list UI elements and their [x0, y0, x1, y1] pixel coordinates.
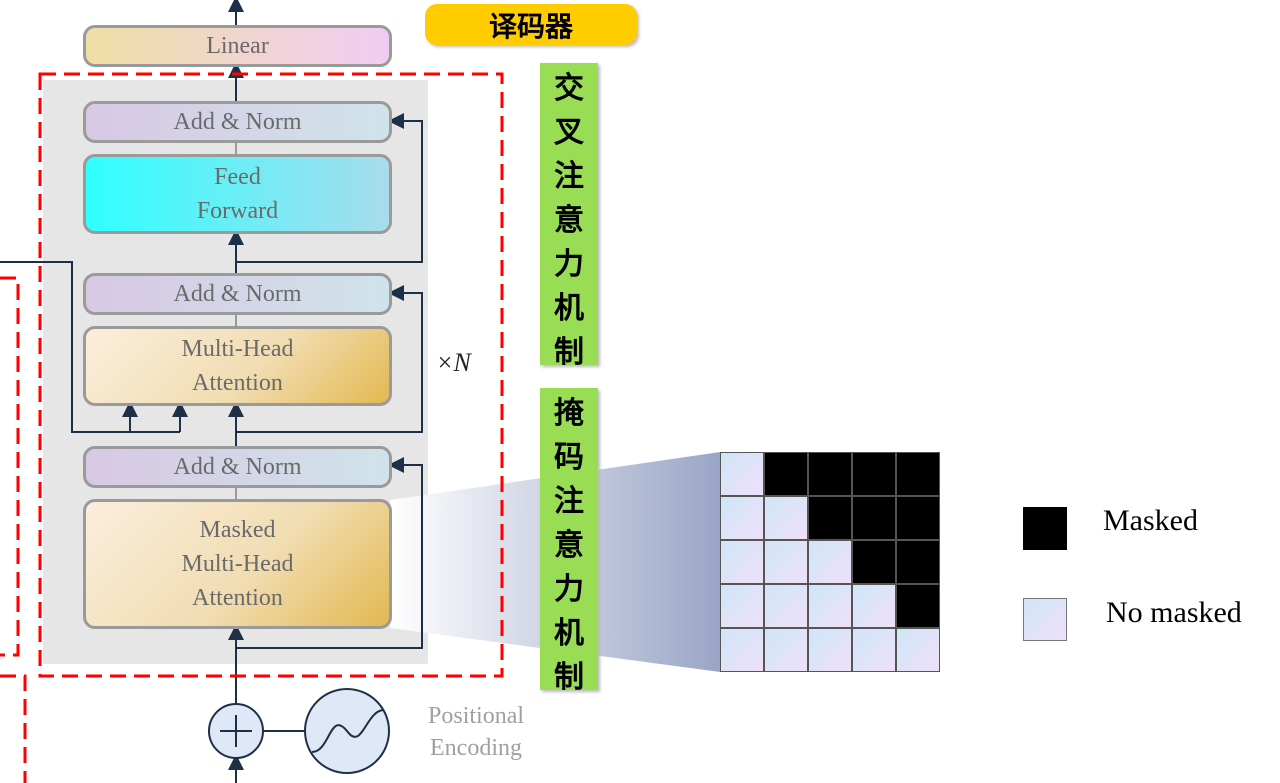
masked-cell — [896, 540, 940, 584]
add-norm-label: Add & Norm — [173, 109, 302, 135]
masked-cell — [852, 540, 896, 584]
decoder-dashed-box — [38, 72, 504, 678]
masked-cell — [852, 496, 896, 540]
legend-not-masked-swatch — [1023, 598, 1067, 641]
masked-cell — [808, 452, 852, 496]
tag-char: 注 — [554, 159, 584, 194]
unmasked-cell — [720, 584, 764, 628]
linear-label: Linear — [206, 33, 269, 59]
decoder-title-tag: 译码器 — [425, 4, 637, 45]
mmha-label-3: Attention — [192, 585, 283, 611]
legend-masked-swatch — [1023, 507, 1067, 550]
linear-block: Linear — [83, 25, 392, 67]
unmasked-cell — [808, 628, 852, 672]
unmasked-cell — [764, 584, 808, 628]
masked-attention-tag: 掩码注意力机制 — [540, 388, 598, 695]
decoder-title: 译码器 — [488, 9, 573, 43]
unmasked-cell — [764, 628, 808, 672]
plus-icon — [208, 703, 264, 759]
tag-char: 意 — [554, 203, 584, 238]
tag-char: 机 — [554, 291, 584, 326]
tag-char: 掩 — [554, 396, 584, 431]
mha-label-1: Multi-Head — [181, 336, 294, 362]
masked-cell — [764, 452, 808, 496]
add-norm-block-top: Add & Norm — [83, 101, 392, 143]
mha-label-2: Attention — [192, 370, 283, 396]
tag-char: 机 — [554, 616, 584, 651]
tag-char: 注 — [554, 484, 584, 519]
unmasked-cell — [720, 628, 764, 672]
add-norm-block-bottom: Add & Norm — [83, 446, 392, 488]
unmasked-cell — [720, 540, 764, 584]
mmha-label-2: Multi-Head — [181, 551, 294, 577]
unmasked-cell — [764, 540, 808, 584]
pe-label-2: Encoding — [430, 735, 522, 761]
masked-cell — [852, 452, 896, 496]
mmha-label-1: Masked — [199, 517, 276, 543]
unmasked-cell — [808, 540, 852, 584]
add-norm-block-middle: Add & Norm — [83, 273, 392, 315]
legend-not-masked-label: No masked — [1106, 596, 1242, 629]
legend-masked-label: Masked — [1103, 504, 1198, 537]
tag-char: 制 — [554, 335, 584, 370]
masked-cell — [808, 496, 852, 540]
add-norm-label: Add & Norm — [173, 281, 302, 307]
ff-label-1: Feed — [214, 164, 261, 190]
ff-label-2: Forward — [196, 198, 279, 224]
masked-cell — [896, 584, 940, 628]
tag-char: 意 — [554, 528, 584, 563]
add-norm-label: Add & Norm — [173, 454, 302, 480]
masked-cell — [896, 452, 940, 496]
unmasked-cell — [720, 452, 764, 496]
unmasked-cell — [852, 584, 896, 628]
masked-cell — [896, 496, 940, 540]
cross-attention-tag: 交叉注意力机制 — [540, 63, 598, 370]
tag-char: 码 — [554, 440, 584, 475]
tag-char: 叉 — [554, 115, 584, 150]
pe-label-1: Positional — [428, 703, 525, 729]
repeat-label: ×N — [436, 348, 471, 377]
tag-char: 力 — [554, 247, 584, 282]
sine-wave-icon — [304, 688, 390, 774]
mask-matrix — [720, 452, 940, 672]
unmasked-cell — [852, 628, 896, 672]
unmasked-cell — [764, 496, 808, 540]
unmasked-cell — [808, 584, 852, 628]
unmasked-cell — [896, 628, 940, 672]
tag-char: 交 — [554, 71, 584, 106]
tag-char: 制 — [554, 660, 584, 695]
tag-char: 力 — [554, 572, 584, 607]
unmasked-cell — [720, 496, 764, 540]
